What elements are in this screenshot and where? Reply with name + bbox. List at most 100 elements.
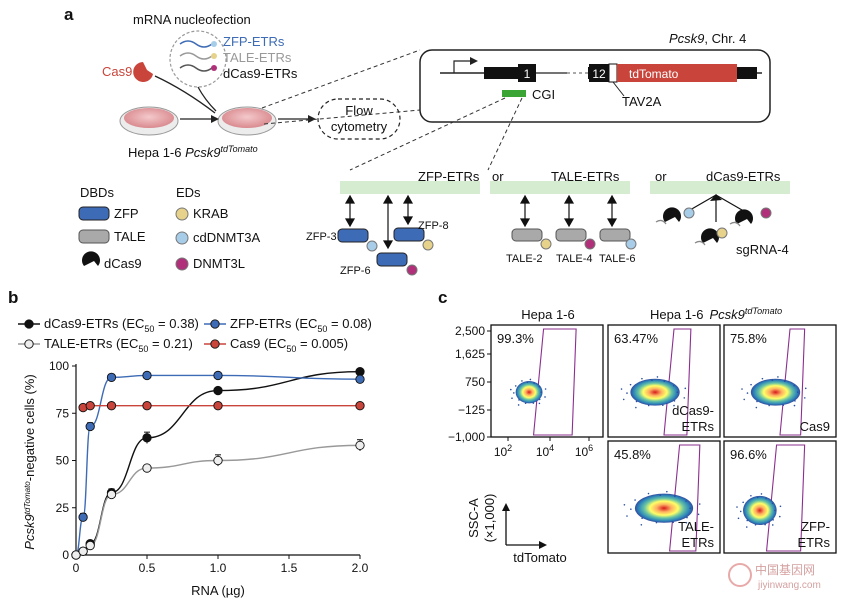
flow-event: [533, 382, 535, 384]
flow-event: [514, 385, 517, 387]
zfp-binders: [344, 194, 414, 250]
flow-event: [778, 515, 781, 518]
eds-title: EDs: [176, 185, 201, 200]
flow-event: [777, 376, 779, 378]
tdtomato-label: tdTomato: [629, 67, 679, 81]
flow-event: [803, 397, 806, 399]
flow-event: [663, 380, 666, 382]
ssc-label: SSC-A: [466, 498, 481, 538]
flow-event: [521, 380, 523, 382]
band-dcas9: [650, 181, 790, 194]
legend-marker-3: [210, 339, 220, 349]
flow-event: [745, 526, 748, 528]
flow-sample-label2-1: ETRs: [682, 419, 715, 434]
arrow-mrna: [197, 86, 217, 112]
data-point-series-2: [106, 489, 117, 500]
flow-cytometry-box: [317, 98, 401, 140]
dcas9-binders: [655, 194, 772, 246]
flow-event: [641, 517, 643, 520]
flow-event: [756, 400, 758, 403]
flow-event: [544, 388, 547, 390]
data-point-series-2: [71, 550, 81, 560]
chart-legend: dCas9-ETRs (EC50 = 0.38)ZFP-ETRs (EC50 =…: [18, 316, 372, 354]
dbd-zfp-label: ZFP: [114, 206, 139, 221]
watermark-logo-icon: [728, 563, 752, 587]
x-tick-label: 2.0: [352, 561, 369, 575]
flow-y-tick-label: −125: [458, 403, 485, 417]
flow-event: [760, 493, 763, 495]
flow-event: [689, 507, 692, 510]
flow-event: [764, 523, 766, 526]
flow-percent-4: 96.6%: [730, 447, 767, 462]
flow-gate-4: [765, 444, 806, 552]
flow-event: [683, 397, 686, 399]
flow-event: [737, 517, 740, 520]
y-tick-label: 0: [62, 548, 69, 562]
x-tick-label: 0: [73, 561, 80, 575]
flow-y-tick-label: −1,000: [448, 430, 485, 444]
zfp-etrs-heading: ZFP-ETRs: [418, 169, 480, 184]
flow-event: [635, 400, 638, 403]
flow-event: [538, 398, 541, 401]
flow-event: [782, 404, 785, 407]
flow-event: [626, 515, 628, 517]
flow-event: [544, 396, 546, 398]
data-point-series-3: [142, 401, 152, 411]
watermark-url: jiyinwang.com: [757, 580, 821, 591]
cas9-protein-icon: [133, 62, 153, 82]
flow-event: [772, 519, 774, 521]
flow-sample-label1-3: TALE-: [678, 519, 714, 534]
y-tick-label: 25: [56, 501, 70, 515]
data-point-series-2: [85, 540, 95, 551]
data-point-series-2: [213, 455, 223, 466]
exon-1: [518, 64, 536, 82]
flow-event: [656, 376, 659, 378]
chart-marks: [71, 367, 365, 560]
flow-event: [532, 402, 535, 404]
tav2a-segment: [608, 63, 618, 83]
data-point-series-1: [213, 370, 223, 381]
ssc-unit: (×1,000): [482, 494, 497, 543]
dbd-tale-label: TALE: [114, 229, 146, 244]
flow-event: [641, 377, 643, 380]
flow-percent-1: 63.47%: [614, 331, 659, 346]
band-tale: [490, 181, 630, 194]
zfp8-label: ZFP-8: [418, 220, 449, 232]
flow-event: [768, 404, 770, 407]
legend-marker-1: [210, 319, 220, 329]
dcas9-etrs-label: dCas9-ETRs: [223, 66, 298, 81]
legend-label-2: TALE-ETRs (EC50 = 0.21): [44, 336, 193, 354]
mrna-circle: [169, 30, 227, 88]
ed-krab-label: KRAB: [193, 206, 228, 221]
zfp6-label: ZFP-6: [340, 265, 371, 277]
flow-event: [804, 387, 807, 390]
flow-event: [626, 392, 628, 394]
flow-event: [620, 388, 623, 390]
data-point-series-3: [355, 401, 365, 411]
flow-event: [659, 494, 662, 497]
data-point-series-1: [355, 374, 365, 384]
tdtomato-axis-label: tdTomato: [513, 550, 566, 565]
flow-event: [526, 381, 529, 384]
data-point-series-0: [213, 385, 223, 396]
cell-line-label: Hepa 1-6 Pcsk9tdTomato: [128, 144, 258, 160]
watermark-cn: 中国基因网: [755, 562, 815, 577]
flow-event: [771, 379, 774, 382]
krab-legend-icon: [175, 207, 189, 221]
flow-event: [666, 490, 668, 493]
flow-sample-label2-4: ETRs: [798, 535, 831, 550]
chart-xlabel: RNA (µg): [191, 583, 245, 598]
flow-event: [676, 391, 679, 394]
flow-event: [629, 383, 632, 386]
flow-event: [538, 385, 541, 388]
zfp-etrs-label: ZFP-ETRs: [223, 34, 285, 49]
flow-event: [510, 388, 512, 391]
zfp3-label: ZFP-3: [306, 231, 337, 243]
cas9-label: Cas9: [102, 64, 132, 79]
tav2a-label: TAV2A: [622, 94, 662, 109]
exon-1-label: 1: [524, 67, 531, 81]
data-point-series-3: [106, 401, 117, 411]
flow-event: [517, 404, 520, 406]
